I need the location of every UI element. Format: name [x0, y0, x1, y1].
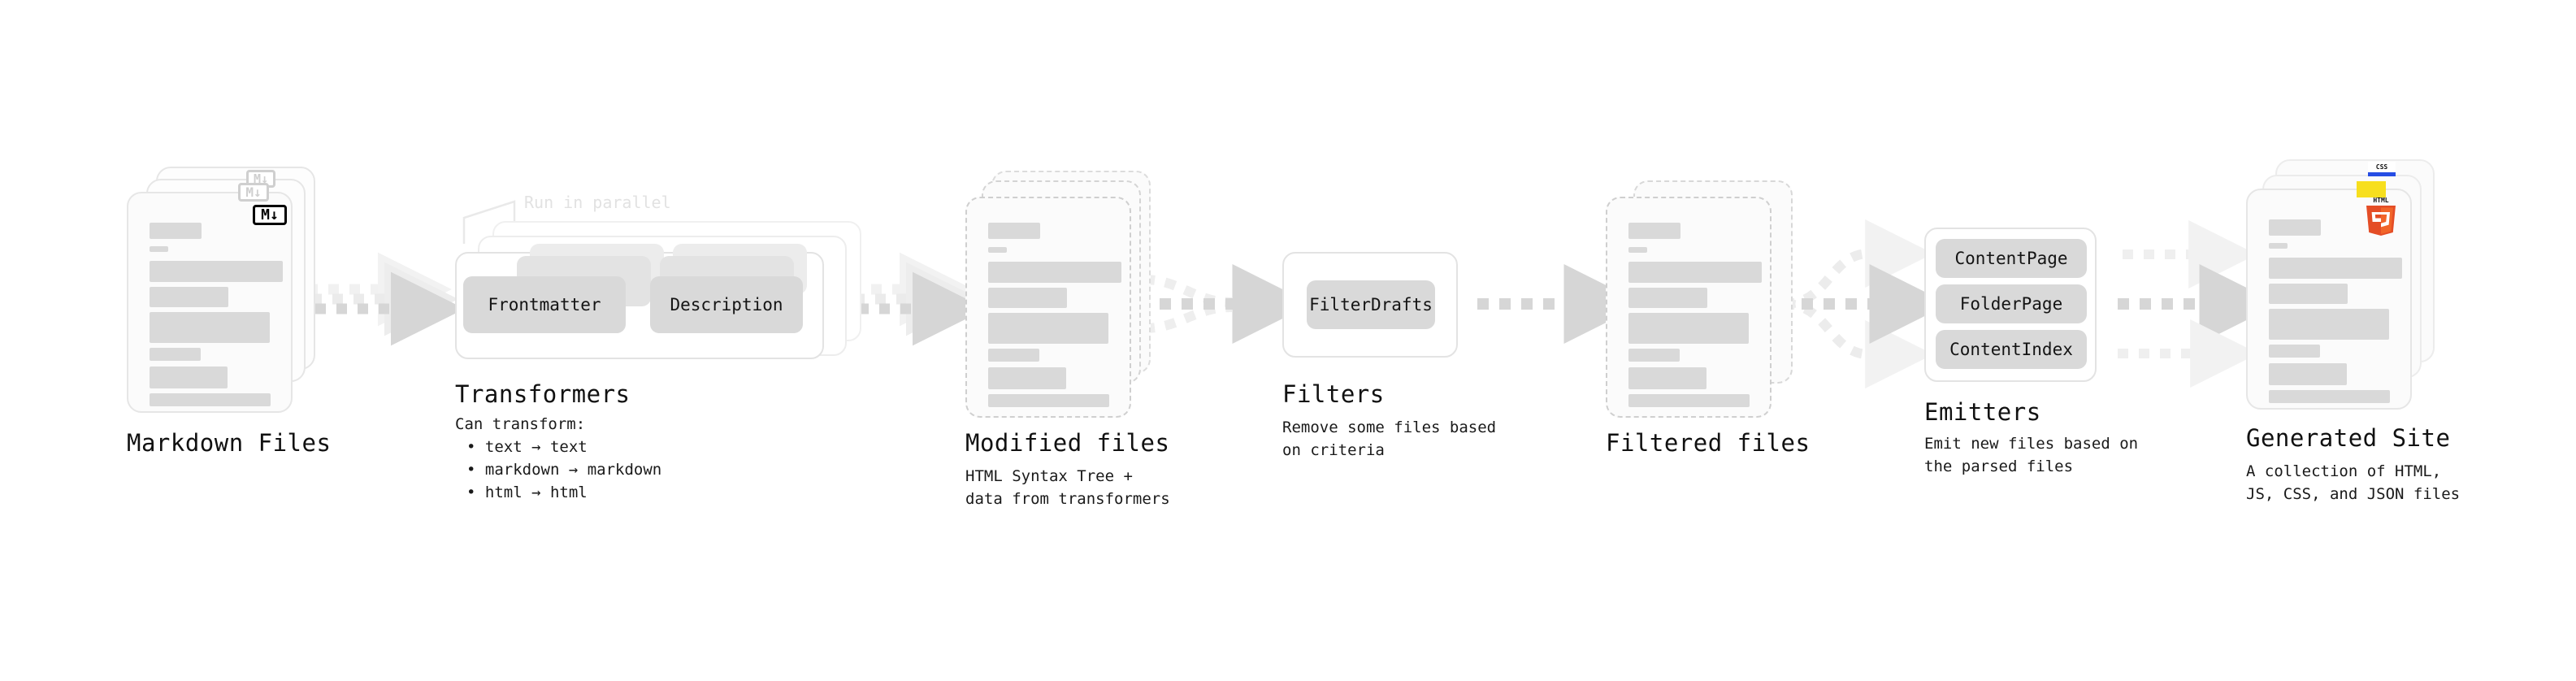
transformers-subtitle: Can transform: — [455, 415, 586, 433]
modified-file-front[interactable] — [965, 197, 1131, 418]
transformers-bullet-0: • text → text — [466, 438, 588, 456]
css3-badge: CSS — [2368, 162, 2396, 176]
connector-emitters-to-site — [2118, 220, 2279, 388]
stage-title-markdown-files: Markdown Files — [127, 429, 332, 457]
transformers-bullet-1: • markdown → markdown — [466, 461, 662, 479]
connector-filtered-to-emitters — [1780, 219, 1949, 388]
js-badge — [2357, 181, 2386, 197]
connector-markdown-to-transformers — [307, 252, 465, 346]
modified-files-subtitle: HTML Syntax Tree + data from transformer… — [965, 467, 1170, 508]
emitters-subtitle: Emit new files based on the parsed files — [1924, 435, 2139, 475]
chip-frontmatter[interactable]: Frontmatter — [463, 276, 626, 333]
svg-text:HTML: HTML — [2373, 197, 2388, 204]
markdown-badge: M↓ — [253, 205, 287, 225]
chip-contentpage[interactable]: ContentPage — [1936, 239, 2087, 278]
stage-title-transformers: Transformers — [455, 380, 631, 408]
chip-contentindex[interactable]: ContentIndex — [1936, 330, 2087, 369]
stage-title-filters: Filters — [1282, 380, 1385, 408]
connector-modified-to-filters — [1138, 264, 1312, 344]
filtered-file-front[interactable] — [1606, 197, 1772, 418]
stage-title-generated-site: Generated Site — [2246, 424, 2451, 452]
filters-subtitle: Remove some files based on criteria — [1282, 419, 1497, 459]
stage-title-filtered-files: Filtered files — [1606, 429, 1811, 457]
stage-title-modified-files: Modified files — [965, 429, 1170, 457]
chip-description[interactable]: Description — [650, 276, 803, 333]
markdown-file-front[interactable] — [127, 192, 293, 413]
run-in-parallel-label: Run in parallel — [524, 193, 671, 212]
html5-badge: HTML — [2366, 197, 2396, 236]
transformers-bullet-2: • html → html — [466, 484, 588, 501]
markdown-badge-ghost-mid: M↓ — [238, 183, 269, 202]
svg-text:CSS: CSS — [2376, 163, 2388, 171]
chip-folderpage[interactable]: FolderPage — [1936, 284, 2087, 323]
generated-site-subtitle: A collection of HTML, JS, CSS, and JSON … — [2246, 462, 2461, 503]
chip-filterdrafts[interactable]: FilterDrafts — [1307, 280, 1435, 329]
stage-title-emitters: Emitters — [1924, 398, 2041, 426]
